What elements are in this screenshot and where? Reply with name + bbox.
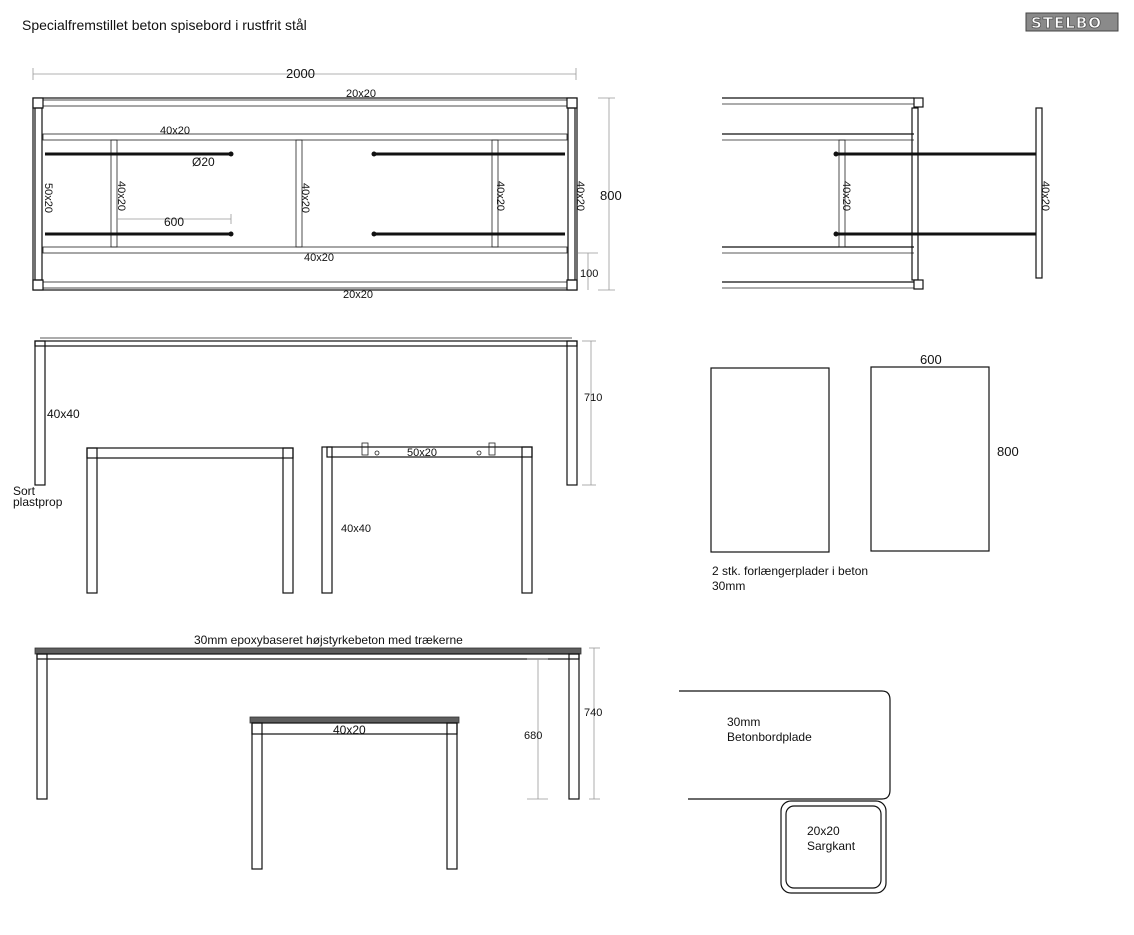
frame-note-line1: 20x20 [807,824,840,838]
plates-note-line1: 2 stk. forlængerplader i beton [712,564,868,578]
rod-length-label: 600 [164,215,184,229]
edge-dimension: 100 [580,268,598,280]
plug-note-line2: plastprop [13,495,63,509]
frame-profile-outer [780,800,887,894]
lower-rail-label: 40x20 [304,252,334,264]
length-dimension: 2000 [286,66,315,81]
corner-block [566,97,578,109]
slab-note-line1: 30mm [727,715,760,729]
width-dimension: 800 [600,188,622,203]
bottom-frame-label: 20x20 [343,289,373,301]
end-right-label: 40x20 [574,181,586,211]
slab-note-line2: Betonbordplade [727,730,812,744]
rod-label: Ø20 [192,155,215,169]
plate-width-dimension: 600 [920,352,942,367]
drawing-title: Specialfremstillet beton spisebord i rus… [22,17,307,33]
side-view: 710 40x40 Sort plastprop 50x20 40x40 [13,337,602,594]
upper-rail-label: 40x20 [160,125,190,137]
end-leg-label: 40x20 [1039,181,1051,211]
end-left-label: 50x20 [42,183,54,213]
cross-right-label: 40x20 [494,181,506,211]
extension-plate [710,367,830,553]
plug-note-line1: Sort [13,484,36,498]
leg-profile-label: 40x40 [47,407,80,421]
logo-text: STELBO [1031,14,1102,32]
top-frame-label: 20x20 [346,88,376,100]
extension-plate [870,366,990,552]
end-view: 40x20 40x20 [722,97,1051,290]
concrete-top [34,647,582,655]
side-rail-label: 50x20 [407,447,437,459]
cross-left-label: 40x20 [115,181,127,211]
corner-block [566,279,578,291]
extension-plates: 600 800 2 stk. forlængerplader i beton 3… [710,352,1019,593]
cross-center-label: 40x20 [299,183,311,213]
under-height-dimension: 680 [524,730,542,742]
side-leg-label: 40x40 [341,523,371,535]
corner-block [32,97,44,109]
slab-profile [679,690,891,800]
edge-detail: 30mm Betonbordplade 20x20 Sargkant [679,690,891,894]
plates-note-line2: 30mm [712,579,745,593]
frame-note-line2: Sargkant [807,839,856,853]
stelbo-logo: STELBO [1025,12,1119,32]
end-cross-label: 40x20 [840,181,852,211]
top-view: 2000 800 [32,66,622,301]
plate-height-dimension: 800 [997,444,1019,459]
frame-profile-inner [785,805,882,889]
front-view: 30mm epoxybaseret højstyrkebeton med træ… [34,633,602,870]
corner-block [32,279,44,291]
front-rail-label: 40x20 [333,723,366,737]
side-height-dimension: 710 [584,392,602,404]
concrete-top-note: 30mm epoxybaseret højstyrkebeton med træ… [194,633,463,647]
total-height-dimension: 740 [584,707,602,719]
